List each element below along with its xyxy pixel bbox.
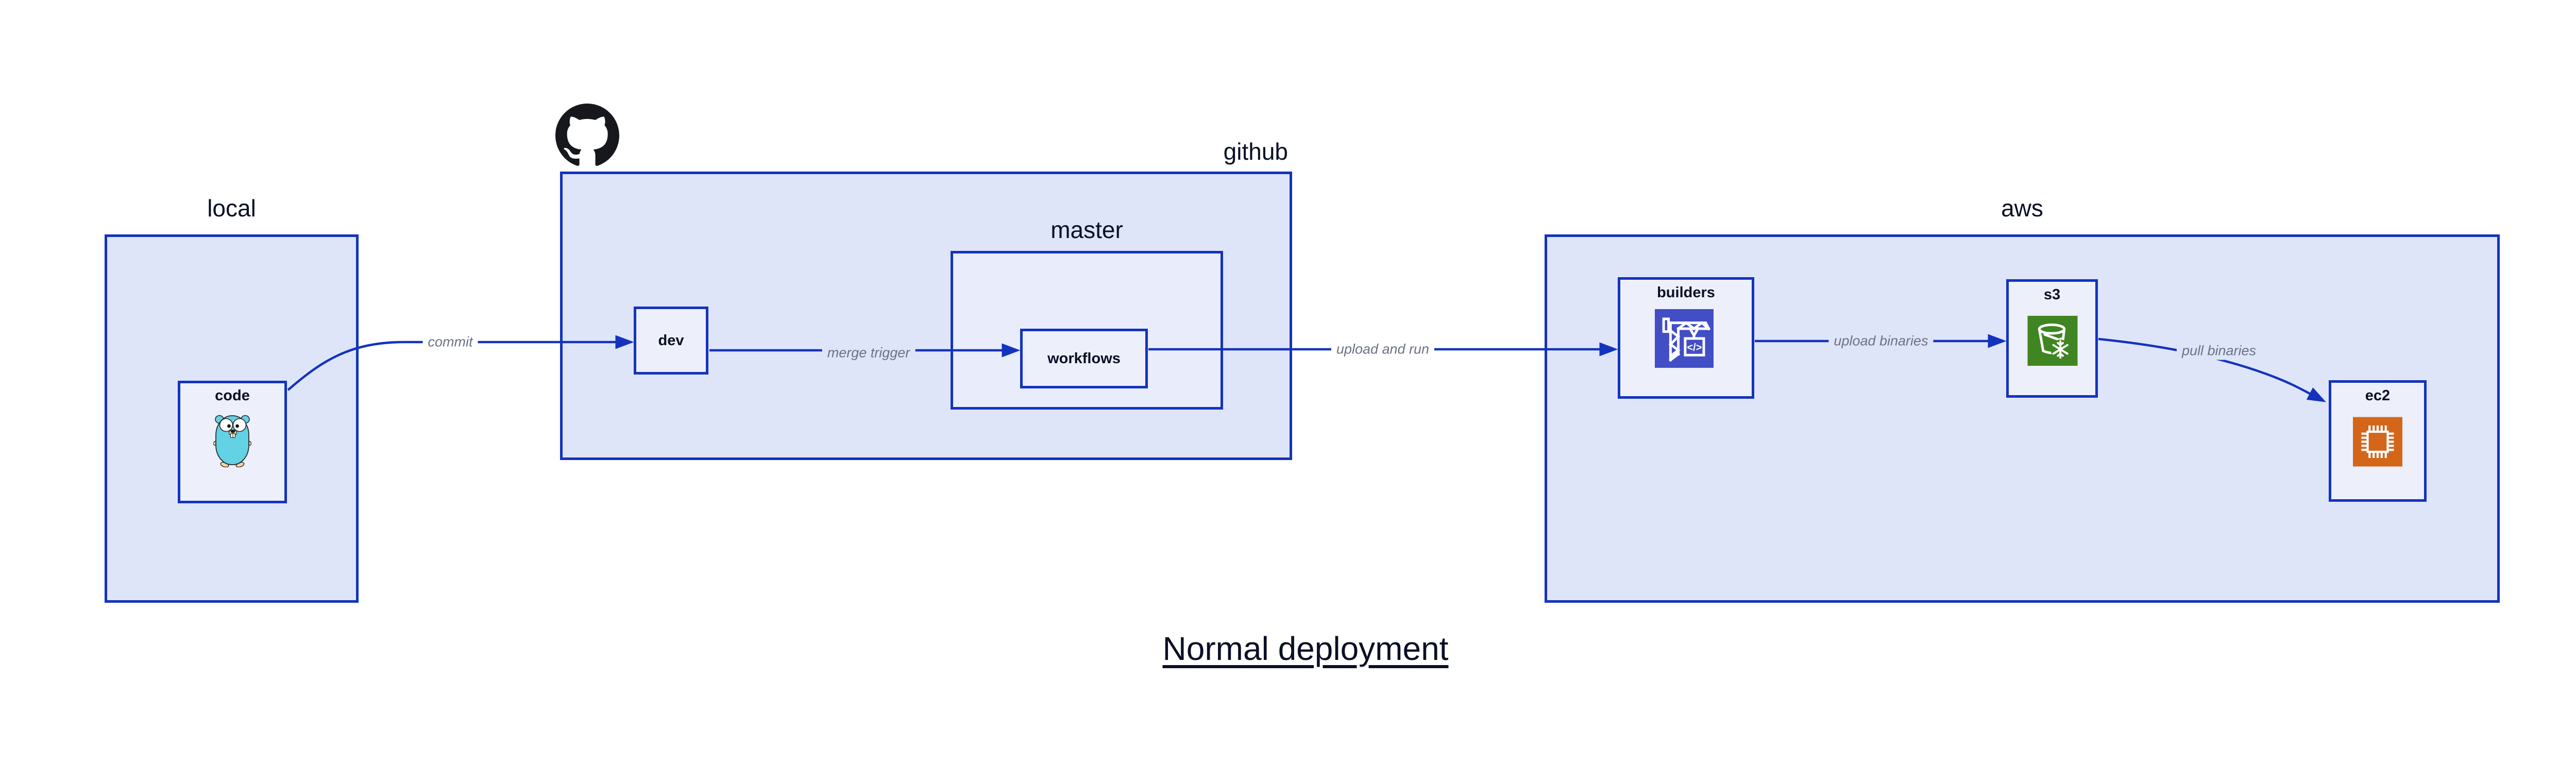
code-node-label: code	[215, 387, 250, 404]
aws-ec2-icon	[2353, 417, 2402, 467]
workflows-node-label: workflows	[1047, 350, 1121, 367]
s3-node-label: s3	[2043, 286, 2061, 303]
builders-node-label: builders	[1657, 284, 1715, 301]
diagram-title: Normal deployment	[1162, 630, 1449, 667]
aws-container-label: aws	[2001, 195, 2043, 222]
edge-label-upload-and-run: upload and run	[1331, 340, 1435, 359]
go-gopher-icon	[213, 414, 251, 467]
aws-s3-glacier-icon	[2027, 316, 2078, 366]
edge-label-upload-binaries: upload binaries	[1828, 332, 1934, 350]
ec2-node-label: ec2	[2365, 387, 2391, 404]
dev-branch-box: dev	[634, 307, 708, 375]
github-container-label: github	[1223, 138, 1288, 165]
edge-label-merge-trigger: merge trigger	[822, 344, 916, 362]
master-branch-label: master	[1050, 216, 1123, 243]
dev-branch-label: dev	[658, 332, 684, 349]
codebuild-code-glyph: </>	[1687, 342, 1702, 353]
github-octocat-icon	[555, 104, 619, 167]
local-container-label: local	[207, 195, 256, 222]
workflows-node-box: workflows	[1020, 329, 1148, 388]
edge-label-commit: commit	[422, 333, 478, 351]
edge-label-pull-binaries: pull binaries	[2176, 342, 2262, 360]
aws-codebuild-icon: </>	[1655, 309, 1714, 368]
